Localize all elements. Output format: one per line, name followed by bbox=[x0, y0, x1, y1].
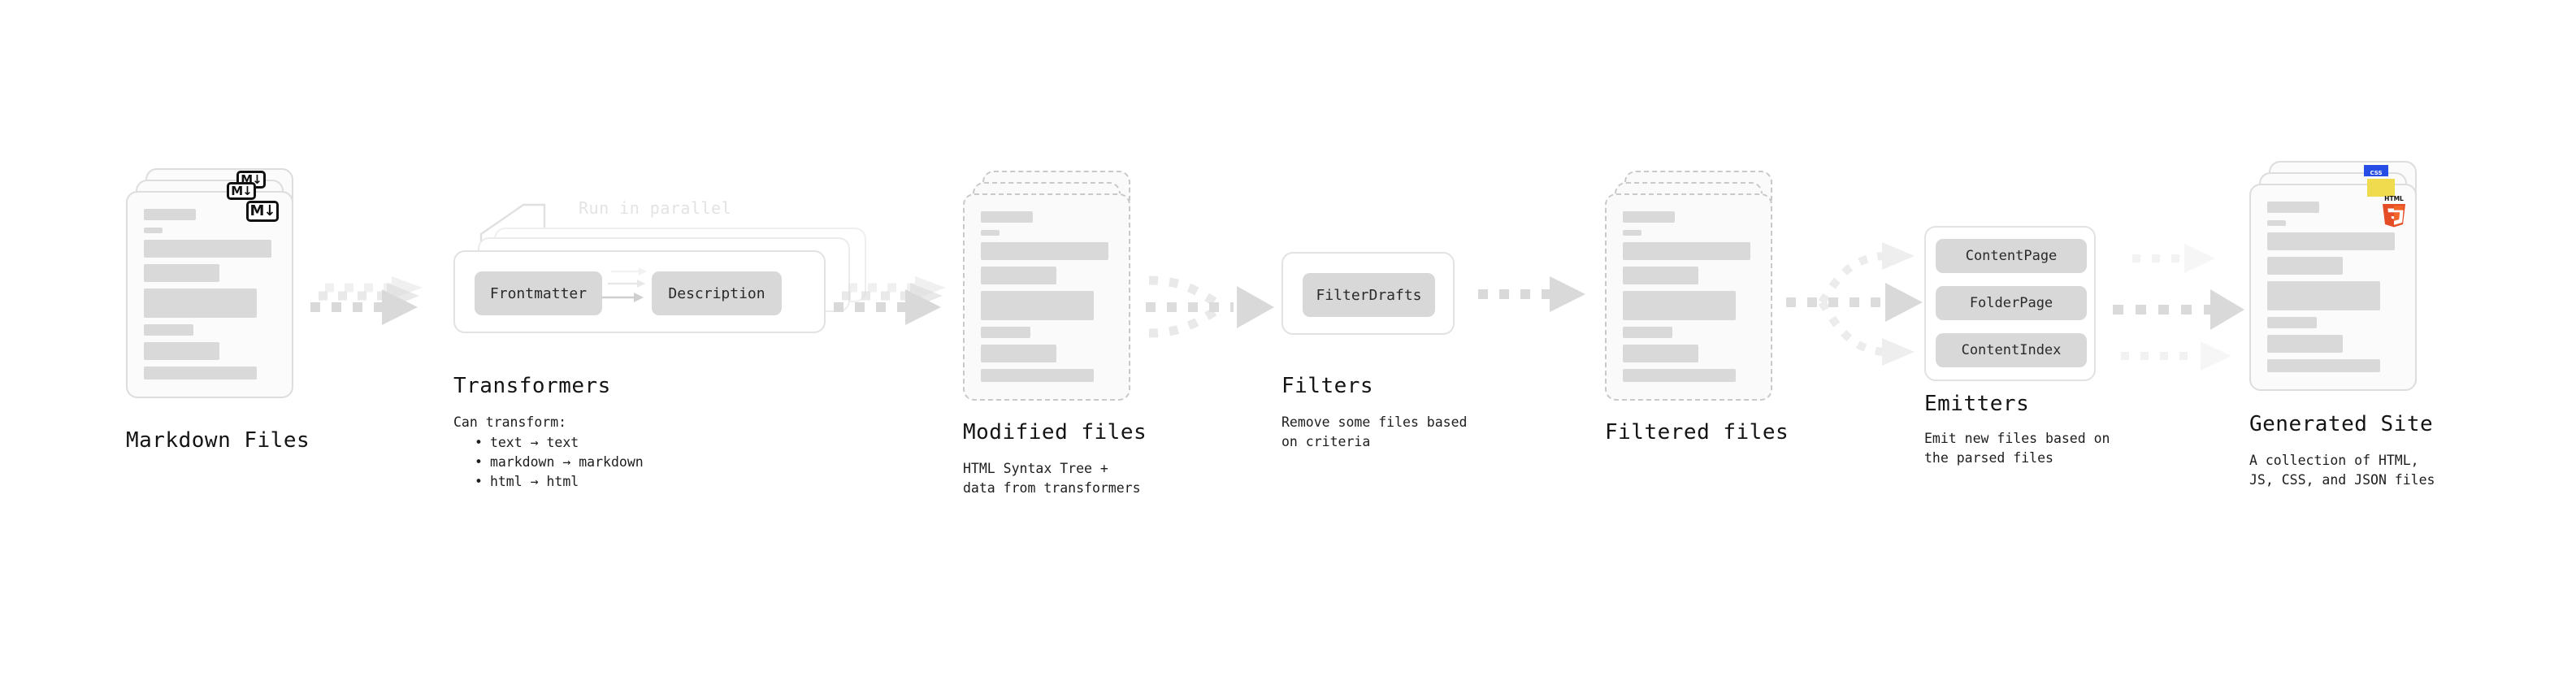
transformer-inner-arrows bbox=[601, 267, 709, 315]
transformer-chip-frontmatter-label: Frontmatter bbox=[489, 284, 588, 302]
transformer-chip-description-label: Description bbox=[668, 284, 765, 302]
modified-card-front bbox=[963, 193, 1130, 401]
stage-title-emitters: Emitters bbox=[1924, 392, 2030, 416]
stage-title-filtered-files: Filtered files bbox=[1605, 420, 1789, 445]
emitter-chip-contentpage[interactable]: ContentPage bbox=[1936, 239, 2087, 273]
javascript-badge-icon bbox=[2367, 179, 2395, 197]
emitter-chip-contentindex[interactable]: ContentIndex bbox=[1936, 333, 2087, 367]
transformers-container: Frontmatter Description bbox=[453, 250, 826, 333]
modified-file-stack bbox=[963, 171, 1130, 401]
css3-badge-label: CSS bbox=[2364, 171, 2388, 176]
markdown-logo-back-1: M↓ bbox=[227, 182, 256, 200]
arrow-markdown-to-transformers bbox=[307, 276, 453, 341]
markdown-logo-icon: M↓ bbox=[246, 201, 279, 222]
emitter-chip-contentindex-label: ContentIndex bbox=[1961, 342, 2062, 358]
markdown-card-front bbox=[126, 191, 293, 398]
filter-chip-filterdrafts[interactable]: FilterDrafts bbox=[1303, 273, 1435, 317]
stage-generated-site: CSS HTML bbox=[2249, 161, 2417, 391]
modified-files-subtitle: HTML Syntax Tree + data from transformer… bbox=[963, 461, 1141, 496]
filtered-file-stack bbox=[1605, 171, 1772, 401]
transformer-chip-description[interactable]: Description bbox=[652, 271, 782, 315]
transformers-bullet-2: html → html bbox=[475, 472, 644, 492]
stage-title-modified-files: Modified files bbox=[963, 420, 1147, 445]
stage-modified-files bbox=[963, 171, 1130, 401]
filtered-card-front bbox=[1605, 193, 1772, 401]
emitters-container: ContentPage FolderPage ContentIndex bbox=[1924, 226, 2096, 381]
stage-title-transformers: Transformers bbox=[453, 374, 611, 398]
arrow-transformers-to-modified bbox=[830, 276, 977, 341]
stage-title-markdown-files: Markdown Files bbox=[126, 428, 310, 453]
html5-badge-icon: HTML bbox=[2379, 193, 2409, 228]
stage-title-generated-site: Generated Site bbox=[2249, 412, 2434, 436]
markdown-logo-glyph: M↓ bbox=[249, 202, 276, 219]
stage-filtered-files bbox=[1605, 171, 1772, 401]
arrow-filters-to-filtered bbox=[1475, 276, 1605, 325]
transformers-bullet-list: text → text markdown → markdown html → h… bbox=[460, 433, 644, 492]
arrow-emitters-to-site bbox=[2113, 232, 2263, 378]
arrow-filtered-to-emitters bbox=[1780, 236, 1934, 378]
emitter-chip-folderpage[interactable]: FolderPage bbox=[1936, 286, 2087, 320]
filter-chip-filterdrafts-label: FilterDrafts bbox=[1316, 286, 1422, 304]
emitter-chip-contentpage-label: ContentPage bbox=[1965, 248, 2058, 264]
stage-markdown-files: M↓ M↓ M↓ bbox=[126, 168, 293, 398]
transformers-subtitle: Can transform: bbox=[453, 414, 567, 430]
emitters-subtitle: Emit new files based on the parsed files bbox=[1924, 431, 2110, 466]
css3-badge-icon: CSS bbox=[2364, 165, 2388, 176]
generated-site-subtitle: A collection of HTML, JS, CSS, and JSON … bbox=[2249, 453, 2435, 488]
transformer-chip-frontmatter[interactable]: Frontmatter bbox=[475, 271, 602, 315]
filters-container: FilterDrafts bbox=[1281, 252, 1455, 335]
filters-subtitle: Remove some files based on criteria bbox=[1281, 414, 1468, 449]
emitter-chip-folderpage-label: FolderPage bbox=[1969, 295, 2053, 311]
arrow-modified-to-filters bbox=[1138, 262, 1288, 359]
transformers-bullet-0: text → text bbox=[475, 433, 644, 453]
markdown-file-stack: M↓ M↓ M↓ bbox=[126, 168, 293, 398]
stage-title-filters: Filters bbox=[1281, 374, 1374, 398]
run-in-parallel-label: Run in parallel bbox=[579, 198, 732, 218]
generated-site-stack: CSS HTML bbox=[2249, 161, 2417, 391]
transformers-bullet-1: markdown → markdown bbox=[475, 453, 644, 472]
markdown-logo-glyph-back-1: M↓ bbox=[231, 183, 252, 198]
svg-text:HTML: HTML bbox=[2384, 195, 2404, 202]
